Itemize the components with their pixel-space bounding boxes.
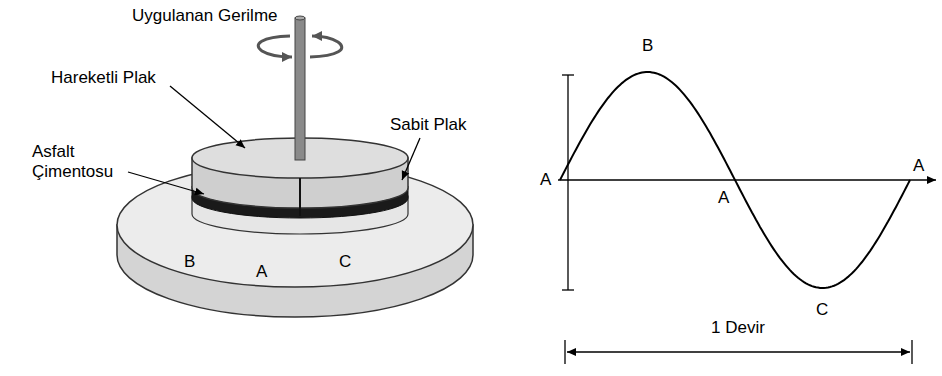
point-label: B [642,36,653,56]
point-label: A [540,170,551,190]
point-label: A [718,188,729,208]
point-label: C [816,300,828,320]
part-label: Asfalt Çimentosu [32,142,132,183]
part-label: Hareketli Plak [51,68,156,88]
rotation-arrows [258,36,342,57]
cycle-label: 1 Devir [711,318,765,338]
point-label: A [913,156,924,176]
shaft [295,16,305,160]
stress-label: Uygulanan Gerilme [132,6,278,26]
sine-wave [560,72,910,288]
point-label: C [339,252,351,272]
cycle-bracket [565,340,912,364]
graph-axes [558,75,936,290]
point-label: A [256,262,267,282]
leader-arrows [128,86,420,194]
point-label: B [184,252,195,272]
part-label: Sabit Plak [390,115,467,135]
